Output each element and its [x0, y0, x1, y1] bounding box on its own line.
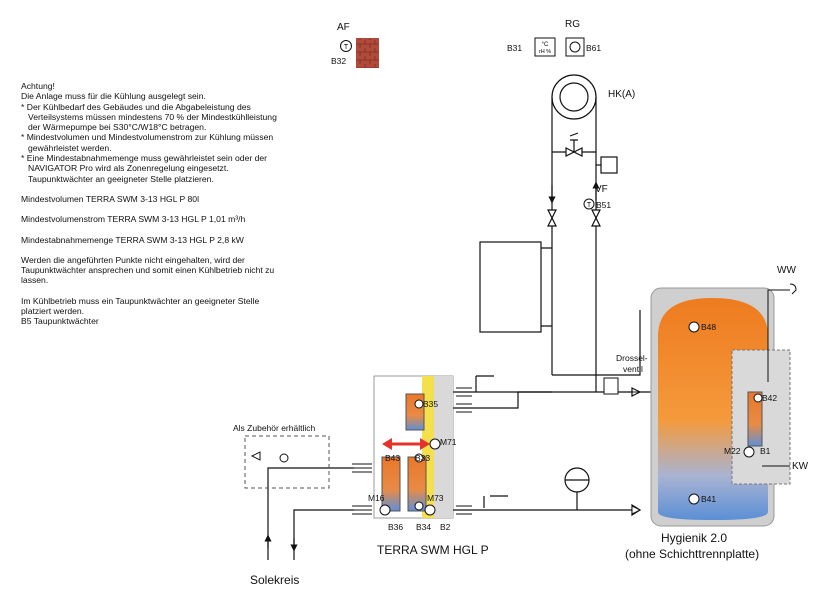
- label-hka: HK(A): [608, 89, 636, 100]
- label-m73: M73: [427, 493, 444, 503]
- unit-name: TERRA SWM HGL P: [377, 543, 489, 557]
- label-b43: B43: [385, 453, 401, 463]
- notes-block: Achtung! Die Anlage muss für die Kühlung…: [21, 81, 341, 327]
- label-b61: B61: [586, 43, 602, 53]
- warning-line: Taupunktwächter ansprechen und somit ein…: [21, 265, 275, 276]
- label-b48: B48: [701, 322, 717, 332]
- note-line: * Der Kühlbedarf des Gebäudes und die Ab…: [21, 101, 251, 112]
- tap-icon: [789, 283, 797, 295]
- label-zubehoer: Als Zubehör erhältlich: [233, 423, 316, 433]
- warning-line: Werden die angeführten Punkte nicht eing…: [21, 254, 245, 265]
- wall-brick-icon: [356, 38, 379, 68]
- min-volume: Mindestvolumen TERRA SWM 3-13 HGL P 80l: [21, 193, 199, 204]
- label-m22: M22: [724, 446, 741, 456]
- label-b31: B31: [507, 43, 523, 53]
- label-b51: B51: [596, 200, 612, 210]
- label-ww: WW: [777, 265, 796, 276]
- label-solekreis: Solekreis: [250, 573, 300, 587]
- cooling-line: Im Kühlbetrieb muss ein Taupunktwächter …: [21, 295, 260, 306]
- note-line: gewährleistet werden.: [28, 142, 112, 153]
- label-m71: M71: [440, 437, 457, 447]
- label-b36: B36: [388, 522, 404, 532]
- note-line: der Wärmepumpe bei S30°C/W18°C betragen.: [28, 122, 207, 133]
- cooling-line: B5 Taupunktwächter: [21, 316, 99, 327]
- svg-text:T: T: [587, 202, 592, 209]
- note-line: * Mindestvolumen und Mindestvolumenstrom…: [21, 132, 274, 143]
- flex-hoses: [352, 387, 472, 515]
- warning-line: lassen.: [21, 275, 49, 286]
- note-line: * Eine Mindestabnahmemenge muss gewährle…: [21, 153, 268, 164]
- tank-name: Hygienik 2.0: [661, 531, 728, 545]
- svg-text:T: T: [344, 44, 349, 51]
- note-line: Die Anlage muss für die Kühlung ausgeleg…: [21, 91, 206, 102]
- label-m16: M16: [368, 493, 385, 503]
- label-af: AF: [337, 22, 350, 33]
- notes-title: Achtung!: [21, 81, 55, 91]
- label-b35: B35: [423, 399, 439, 409]
- label-rg: RG: [565, 19, 580, 30]
- system-piping: [264, 310, 740, 560]
- label-b2: B2: [440, 522, 451, 532]
- note-line: Taupunktwächter an geeigneter Stelle pla…: [28, 173, 214, 184]
- label-b41: B41: [701, 494, 717, 504]
- label-kw: KW: [792, 461, 809, 472]
- tank-subtitle: (ohne Schichttrennplatte): [625, 547, 760, 561]
- fresh-water-module: [731, 283, 797, 485]
- label-b34: B34: [416, 522, 432, 532]
- svg-text:rH %: rH %: [539, 49, 551, 55]
- label-b1: B1: [760, 446, 771, 456]
- label-drossel-1: Drossel-: [616, 353, 648, 363]
- note-line: Verteilsystems müssen mindestens 70 % de…: [28, 111, 277, 122]
- label-b42: B42: [762, 393, 778, 403]
- buffer-storage: [479, 241, 552, 333]
- min-consumption: Mindestabnahmemenge TERRA SWM 3-13 HGL P…: [21, 234, 244, 245]
- min-flow: Mindestvolumenstrom TERRA SWM 3-13 HGL P…: [21, 214, 246, 225]
- outdoor-sensor: T: [340, 38, 379, 68]
- heating-circuit: [547, 74, 618, 392]
- throttle-valve: [603, 377, 640, 395]
- svg-text:°C: °C: [542, 42, 549, 48]
- room-sensor: °C rH %: [534, 37, 585, 57]
- label-b32: B32: [331, 56, 347, 66]
- label-b33: B33: [415, 453, 431, 463]
- cooling-line: platziert werden.: [21, 306, 85, 317]
- accessory-box: [244, 435, 330, 489]
- flow-sensor-vf: T: [583, 198, 595, 210]
- heat-pump-unit: [373, 375, 454, 519]
- note-line: NAVIGATOR Pro wird als Zonenregelung ein…: [28, 163, 229, 174]
- label-vf: VF: [595, 184, 608, 195]
- label-drossel-2: ventil: [623, 364, 643, 374]
